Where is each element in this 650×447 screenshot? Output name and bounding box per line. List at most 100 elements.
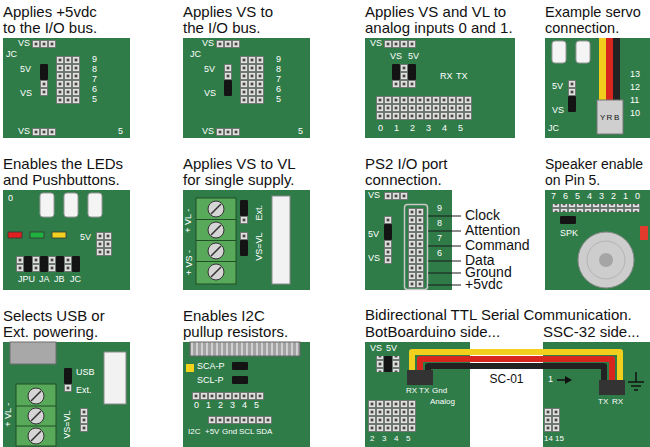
pin-header	[32, 40, 56, 48]
silkscreen-label: 11	[630, 96, 639, 105]
silkscreen-label: 0	[635, 192, 640, 201]
jumper	[24, 64, 576, 384]
silkscreen-label: 5	[575, 192, 580, 201]
serial-cable	[470, 352, 543, 366]
jumper	[64, 368, 72, 384]
silkscreen-label: SCL	[239, 428, 255, 436]
board-panel: SSC-32 side...	[543, 342, 650, 447]
jumper	[560, 216, 576, 224]
terminal-block	[208, 201, 224, 280]
silkscreen-label: SPK	[560, 229, 578, 238]
jumper	[40, 64, 48, 80]
silkscreen-label: 1	[394, 124, 399, 133]
circuit-board	[3, 190, 130, 290]
silkscreen-label: 6	[563, 192, 568, 201]
jumper	[40, 256, 48, 272]
pin-header	[16, 256, 80, 272]
silkscreen-label: VS=VL	[63, 410, 72, 438]
silkscreen-label: 4	[587, 192, 592, 201]
ps2-port-outline	[405, 205, 428, 290]
pin-header	[56, 56, 80, 104]
silkscreen-label: 2	[370, 435, 374, 443]
silkscreen-label: 5V	[20, 65, 31, 74]
circuit-board	[183, 38, 310, 138]
pin-one-arrow	[557, 376, 572, 384]
pin-header	[408, 208, 424, 288]
circuit-board	[183, 342, 310, 447]
speaker	[578, 232, 634, 288]
silkscreen-label: 4	[242, 401, 247, 410]
silkscreen-label: VS	[20, 89, 32, 98]
silkscreen-label: 8	[92, 65, 97, 74]
silkscreen-label: 6	[276, 85, 281, 94]
silkscreen-label: VS	[202, 39, 214, 48]
signal-label: Attention	[465, 224, 520, 237]
panel-caption: Speaker enable on Pin 5.	[545, 156, 649, 188]
silkscreen-label: 1	[623, 192, 628, 201]
jumper	[232, 376, 248, 384]
silkscreen-label: 5V	[386, 344, 397, 353]
cable-wire	[470, 356, 543, 362]
silkscreen-label: VS	[204, 89, 216, 98]
pin-header	[216, 40, 240, 48]
pin-header	[568, 80, 576, 112]
pin-header	[384, 192, 408, 200]
jumper	[232, 362, 248, 370]
board-panel: Speaker enable on Pin 5.	[545, 190, 650, 290]
servo-cable	[606, 38, 613, 102]
panel-caption: Selects USB or Ext. powering.	[3, 308, 111, 340]
cable-plug	[407, 370, 433, 385]
jumper	[56, 256, 64, 272]
board-panel: Applies +5vdc to the I/O bus.	[3, 38, 130, 138]
signal-label: Clock	[465, 209, 500, 222]
pin-header	[216, 128, 240, 136]
silkscreen-label: VS	[552, 106, 564, 115]
silkscreen-label: 7	[92, 75, 97, 84]
silkscreen-label: 5V	[408, 52, 419, 61]
silkscreen-label: 3	[382, 435, 386, 443]
silkscreen-label: +5V	[205, 428, 219, 436]
cable-plug	[407, 370, 625, 395]
panel-caption: Enables I2C pullup resistors.	[183, 308, 298, 340]
silkscreen-label: 2	[410, 124, 415, 133]
silkscreen-label: 12	[630, 83, 640, 92]
silkscreen-label: 5V	[368, 230, 379, 239]
silkscreen-label: 5	[92, 95, 97, 104]
jumper	[72, 256, 80, 272]
jumper	[384, 356, 392, 372]
silkscreen-label: 14	[544, 435, 553, 443]
silkscreen-label: SCA-P	[197, 362, 225, 371]
silkscreen-label: VS	[18, 39, 30, 48]
silkscreen-label: VS	[368, 254, 380, 263]
pin-header	[32, 128, 56, 136]
cable-wire	[470, 349, 543, 355]
serial-cable	[428, 366, 470, 378]
silkscreen-label: VS	[370, 39, 382, 48]
circuit-board	[3, 342, 130, 447]
jumper	[240, 240, 248, 256]
silkscreen-label: 10	[630, 109, 640, 118]
silkscreen-label: USB	[76, 368, 95, 377]
speaker	[599, 253, 613, 267]
header-strip	[190, 342, 300, 356]
silkscreen-label: I2C	[188, 428, 200, 436]
silkscreen-label: JC	[6, 50, 17, 59]
panel-caption: Enables the LEDs and Pushbuttons.	[3, 156, 128, 188]
terminal-block	[211, 204, 221, 277]
silkscreen-label: 6	[437, 249, 442, 258]
speaker	[578, 232, 634, 288]
power-connector	[272, 196, 290, 284]
silkscreen-label: 7	[276, 75, 281, 84]
board-panel: Applies VS to the I/O bus.	[183, 38, 310, 138]
serial-cable	[543, 359, 612, 382]
usb-connector	[10, 342, 56, 364]
silkscreen-label: 3	[426, 124, 431, 133]
cable-wire	[470, 363, 543, 369]
board-panel: Applies VS to VL for single supply.	[183, 190, 310, 290]
silkscreen-label: 13	[630, 70, 640, 79]
silkscreen-label: 0	[8, 194, 13, 203]
wire-color-label: R	[607, 114, 613, 122]
silkscreen-label: 15	[555, 435, 564, 443]
pin-header	[392, 64, 416, 88]
pin-header	[64, 368, 72, 392]
